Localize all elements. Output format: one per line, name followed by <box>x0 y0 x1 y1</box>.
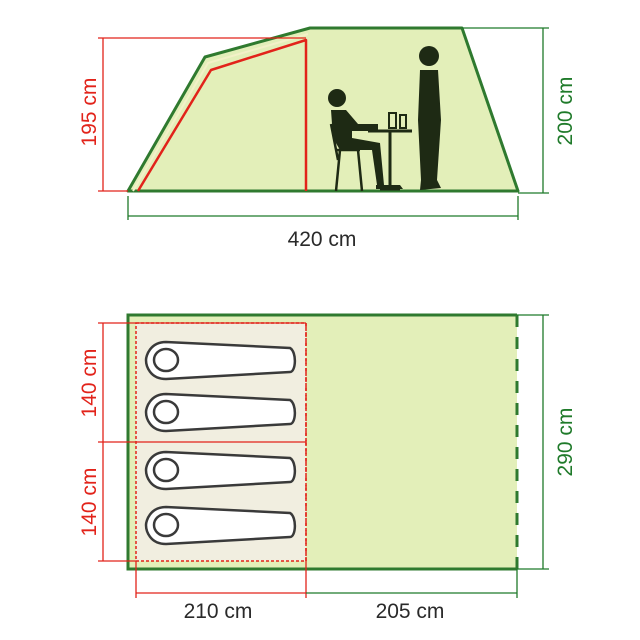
bedroom-width-bottom-label: 140 cm <box>78 468 101 537</box>
inner-height-label: 195 cm <box>78 78 101 147</box>
standing-person-icon <box>418 46 441 190</box>
dimension-140-pair <box>98 322 306 562</box>
side-view: 195 cm 200 cm 420 cm <box>78 26 577 251</box>
sleeping-bag <box>144 340 297 381</box>
bedroom-depth-label: 210 cm <box>184 600 253 623</box>
dimension-290 <box>517 314 549 570</box>
dimension-195 <box>98 37 306 192</box>
sleeping-bags <box>144 340 297 546</box>
sleeping-bag <box>144 450 297 491</box>
dimension-210 <box>135 561 307 598</box>
table-icon <box>368 112 412 191</box>
sleeping-bag <box>144 505 297 546</box>
total-width-label: 290 cm <box>554 408 577 477</box>
sleeping-bag <box>144 392 297 433</box>
inner-band <box>132 33 309 192</box>
seated-person-icon <box>328 89 403 192</box>
bedroom-width-top-label: 140 cm <box>78 349 101 418</box>
length-label: 420 cm <box>288 228 357 251</box>
floor-plan: 140 cm 140 cm 290 cm 210 cm 205 cm <box>78 313 577 623</box>
total-height-label: 200 cm <box>554 77 577 146</box>
dimension-200 <box>462 27 549 194</box>
inner-bedroom-outline <box>136 38 308 192</box>
living-depth-label: 205 cm <box>376 600 445 623</box>
dimension-420 <box>127 196 519 220</box>
dimension-205 <box>306 569 518 598</box>
